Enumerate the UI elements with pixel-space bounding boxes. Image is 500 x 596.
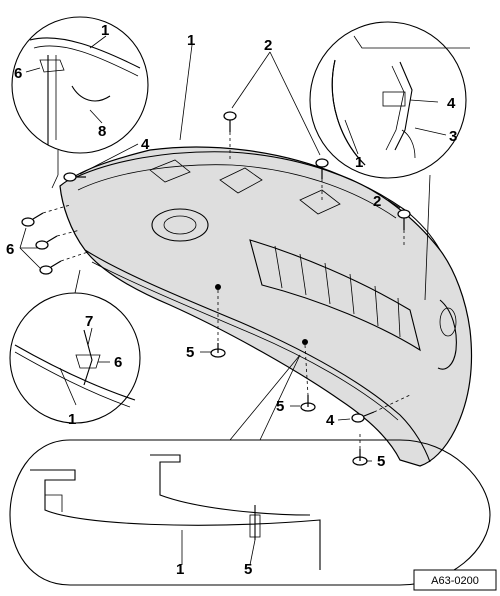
callout-main-4-left: 4: [141, 136, 150, 153]
detail-bottom: [9, 354, 491, 586]
callout-bottom-1: 1: [176, 561, 184, 578]
bumper-cover: [59, 146, 473, 467]
screw-part-4-left: [63, 172, 86, 182]
callout-ml-1: 1: [68, 411, 76, 428]
screw-part-5-lower: [352, 449, 368, 466]
callout-main-5-lower: 5: [377, 453, 385, 470]
screw-part-2-right: [397, 209, 411, 230]
callout-tr-4: 4: [447, 95, 456, 112]
callout-main-5-mid: 5: [276, 398, 284, 415]
screw-part-5-center: [210, 343, 226, 358]
leader-lines: [19, 35, 447, 566]
callout-tl-8: 8: [98, 123, 106, 140]
callout-main-2-top: 2: [264, 37, 272, 54]
callout-ml-7: 7: [85, 313, 93, 330]
screws-part-6-left: [21, 212, 62, 275]
screw-part-2-top: [223, 111, 237, 132]
detail-mid-left: [9, 269, 141, 424]
callout-tl-1: 1: [101, 22, 109, 39]
callout-main-6-left: 6: [6, 241, 14, 258]
callout-main-4-lower: 4: [326, 412, 335, 429]
callout-main-1: 1: [187, 32, 195, 49]
callout-tl-6: 6: [14, 65, 22, 82]
detail-top-right: [309, 21, 470, 301]
callout-bottom-5: 5: [244, 561, 252, 578]
figure-reference-box: A63-0200: [413, 569, 497, 591]
screw-part-4-lower: [351, 411, 375, 423]
callout-ml-6: 6: [114, 354, 122, 371]
screw-part-5-mid: [300, 395, 316, 412]
callout-main-5-center: 5: [186, 344, 194, 361]
callout-tr-1: 1: [355, 154, 363, 171]
screw-part-2-mid: [315, 158, 329, 179]
detail-top-left: [11, 16, 149, 189]
assembly-lines: [42, 132, 411, 449]
callout-tr-3: 3: [449, 128, 457, 145]
figure-reference-label: A63-0200: [431, 575, 479, 587]
callout-main-2-right: 2: [373, 193, 381, 210]
